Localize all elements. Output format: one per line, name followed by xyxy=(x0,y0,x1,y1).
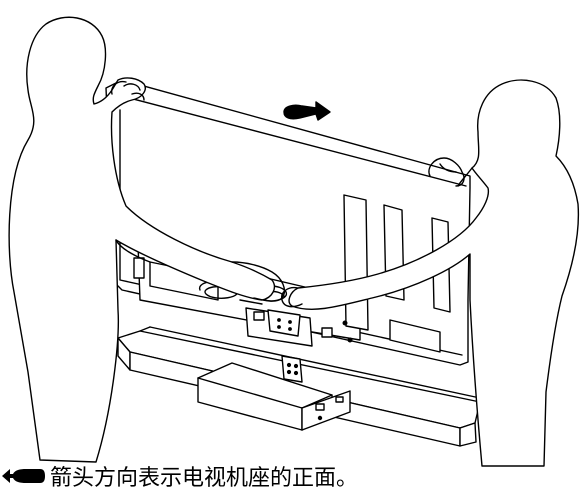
right-person xyxy=(281,79,580,467)
front-direction-arrow xyxy=(283,101,331,121)
tv-stand-base xyxy=(117,326,481,447)
caption: 箭头方向表示电视机座的正面。 xyxy=(0,462,359,491)
tv-back-panel xyxy=(105,79,471,366)
left-person xyxy=(8,16,286,463)
caption-text: 箭头方向表示电视机座的正面。 xyxy=(50,466,359,491)
front-direction-arrow-icon xyxy=(2,469,45,483)
